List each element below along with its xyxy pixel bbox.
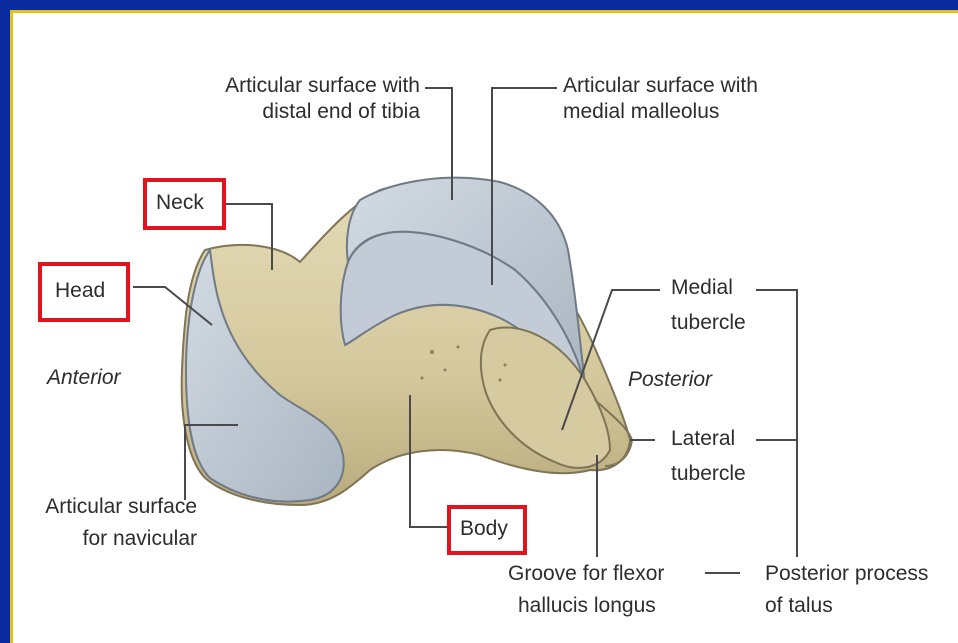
label-line: Groove for flexor [508,561,664,587]
head-highlight-box: Head [38,262,130,322]
label-artic-malleolus: Articular surface with medial malleolus [563,73,758,125]
label-line: Articular surface with [563,73,758,99]
label-body: Body [460,516,523,542]
label-line: Articular surface [14,494,197,520]
label-line: distal end of tibia [165,99,420,125]
label-line: medial malleolus [563,99,758,125]
label-line: Posterior process [765,561,928,587]
label-line: of talus [765,593,928,619]
label-lateral-tubercle: Lateral tubercle [671,426,746,487]
label-medial-tubercle: Medial tubercle [671,275,746,336]
label-line: Articular surface with [165,73,420,99]
label-anterior: Anterior [47,365,121,391]
label-line: tubercle [671,310,746,336]
label-neck: Neck [156,190,222,216]
label-artic-navicular: Articular surface for navicular [14,494,197,552]
label-line: hallucis longus [508,593,664,619]
label-artic-tibia: Articular surface with distal end of tib… [165,73,420,125]
label-posterior: Posterior [628,367,712,393]
label-posterior-process: Posterior process of talus [765,561,928,619]
label-head: Head [55,278,126,304]
label-line: for navicular [14,526,197,552]
label-line: Medial [671,275,746,301]
neck-highlight-box: Neck [143,178,226,230]
label-line: Lateral [671,426,746,452]
label-line: tubercle [671,461,746,487]
label-groove: Groove for flexor hallucis longus [508,561,664,619]
body-highlight-box: Body [447,505,527,555]
